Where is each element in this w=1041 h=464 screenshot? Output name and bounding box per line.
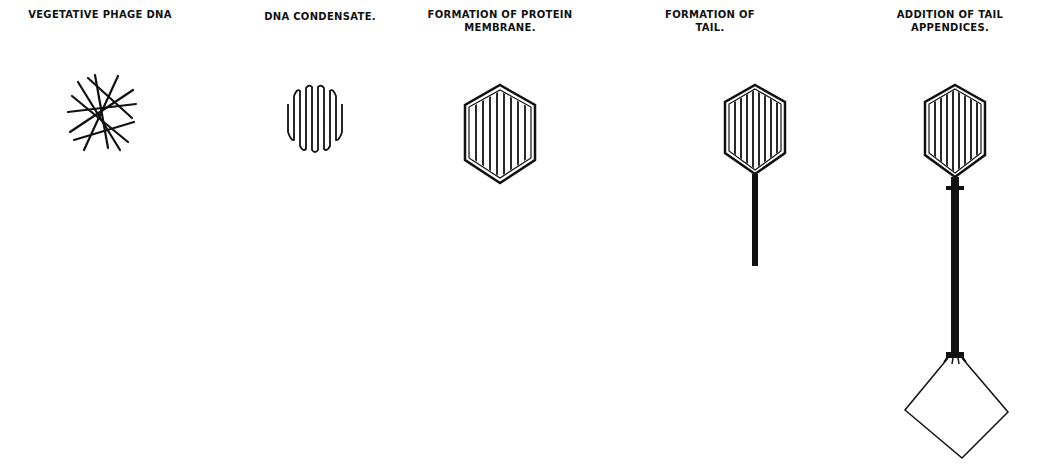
complete-phage bbox=[905, 80, 1008, 458]
stage-label: FORMATION OF PROTEIN MEMBRANE. bbox=[425, 8, 575, 34]
stage-label: VEGETATIVE PHAGE DNA bbox=[20, 8, 180, 21]
dna-condensate bbox=[288, 86, 342, 152]
stage-label: DNA CONDENSATE. bbox=[240, 10, 400, 23]
stage-label: ADDITION OF TAIL APPENDICES. bbox=[865, 8, 1035, 34]
vegetative-dna bbox=[68, 75, 136, 150]
phage-head-membrane bbox=[465, 80, 535, 190]
stage-label: FORMATION OF TAIL. bbox=[655, 8, 765, 34]
phage-with-tail bbox=[725, 80, 785, 266]
